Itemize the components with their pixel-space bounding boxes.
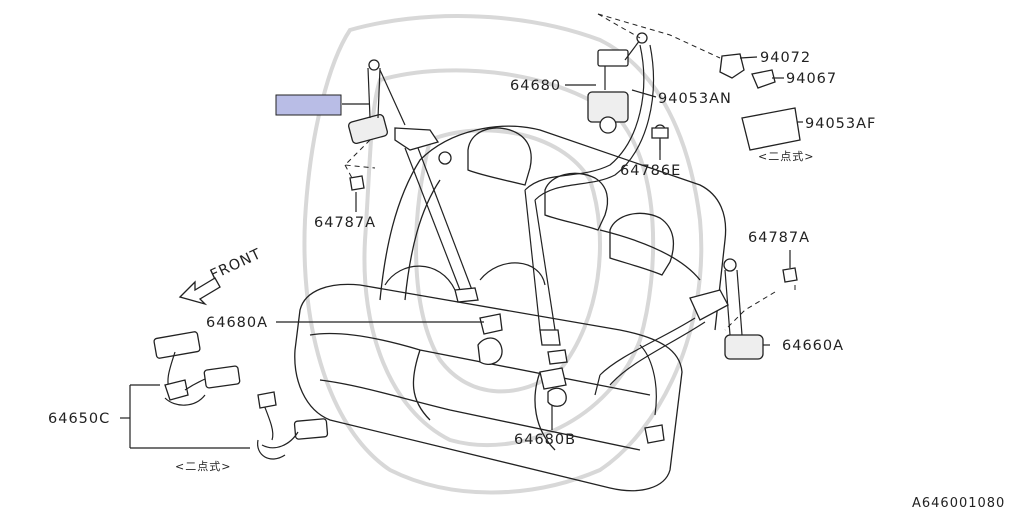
cover-94072-94067 [719, 53, 776, 89]
note-two-point-bottom: <二点式> [175, 460, 231, 473]
label-94053AF[interactable]: 94053AF [805, 116, 876, 132]
label-64660A[interactable]: 64660A [782, 338, 844, 354]
label-94067[interactable]: 94067 [786, 71, 837, 87]
front-label: FRONT [208, 246, 264, 284]
note-two-point-top: <二点式> [758, 150, 814, 163]
left-retractor-64787 [348, 59, 479, 303]
label-64680[interactable]: 64680 [510, 78, 561, 94]
label-64680B[interactable]: 64680B [514, 432, 576, 448]
label-64680A[interactable]: 64680A [206, 315, 268, 331]
cover-94053AF [741, 107, 801, 151]
rear-seat [294, 125, 727, 492]
figure-code: A646001080 [912, 496, 1005, 511]
label-64650C[interactable]: 64650C [48, 411, 110, 427]
label-94053AN[interactable]: 94053AN [658, 91, 732, 107]
lap-belts-64650C [153, 331, 329, 460]
right-retractor-64660A [594, 258, 764, 444]
dashed-guides [343, 13, 796, 331]
highlighted-part-label-box[interactable] [275, 94, 342, 116]
front-direction-arrow [178, 277, 221, 306]
label-64787A-left[interactable]: 64787A [314, 215, 376, 231]
buckle-64680B [539, 349, 568, 407]
leader-lines [120, 56, 803, 449]
label-64787A-right[interactable]: 64787A [748, 230, 810, 246]
label-64786E[interactable]: 64786E [620, 163, 681, 179]
bolts [349, 127, 798, 283]
center-belt-64680 [524, 32, 666, 346]
buckle-64680A [384, 262, 546, 365]
label-94072[interactable]: 94072 [760, 50, 811, 66]
